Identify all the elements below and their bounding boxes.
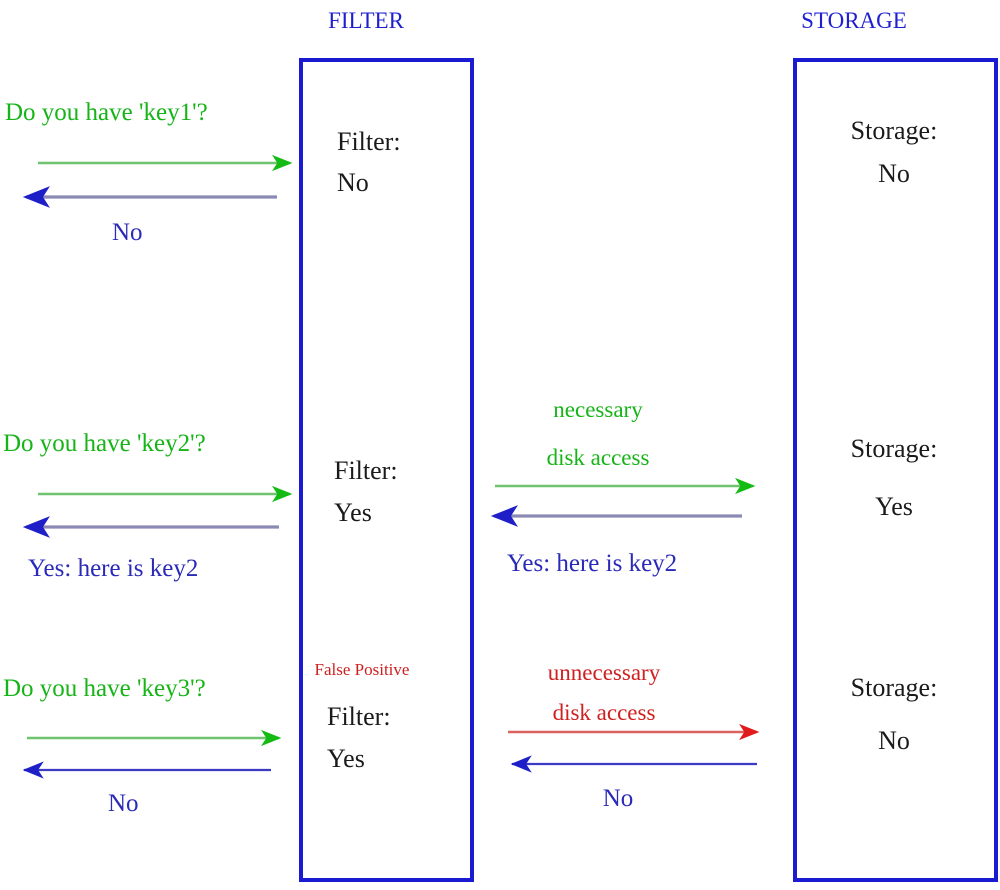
- storage-value-key1: No: [878, 159, 910, 188]
- disk-access-note-line1-key2: necessary: [553, 397, 643, 422]
- client-reply-key3: No: [108, 790, 139, 817]
- row-key2: Do you have 'key2'? Yes: here is key2 Fi…: [3, 397, 937, 582]
- filter-column-title: FILTER: [328, 8, 404, 33]
- false-positive-note-key3: False Positive: [315, 660, 410, 679]
- storage-label-key1: Storage:: [851, 116, 938, 145]
- client-query-key3: Do you have 'key3'?: [3, 675, 206, 702]
- filter-label-key1: Filter:: [337, 127, 401, 156]
- disk-access-note-line2-key2: disk access: [547, 445, 650, 470]
- filter-label-key2: Filter:: [334, 456, 398, 485]
- disk-access-note-line1-key3: unnecessary: [548, 660, 661, 685]
- storage-label-key3: Storage:: [851, 673, 938, 702]
- storage-value-key2: Yes: [875, 492, 913, 521]
- storage-column-box: [793, 58, 998, 882]
- client-query-key2: Do you have 'key2'?: [3, 430, 206, 457]
- disk-reply-key3: No: [603, 785, 634, 812]
- filter-value-key1: No: [337, 168, 369, 197]
- filter-value-key3: Yes: [327, 744, 365, 773]
- filter-label-key3: Filter:: [327, 702, 391, 731]
- row-key1: Do you have 'key1'? No Filter: No Storag…: [5, 99, 937, 246]
- client-query-key1: Do you have 'key1'?: [5, 99, 208, 126]
- storage-label-key2: Storage:: [851, 434, 938, 463]
- disk-access-note-line2-key3: disk access: [553, 700, 656, 725]
- client-reply-key2: Yes: here is key2: [28, 555, 198, 582]
- filter-column-box: [299, 58, 474, 882]
- storage-column-title: STORAGE: [801, 8, 907, 33]
- disk-reply-key2: Yes: here is key2: [507, 550, 677, 577]
- row-key3: Do you have 'key3'? No False Positive Fi…: [3, 660, 937, 817]
- filter-value-key2: Yes: [334, 498, 372, 527]
- client-reply-key1: No: [112, 219, 143, 246]
- storage-value-key3: No: [878, 726, 910, 755]
